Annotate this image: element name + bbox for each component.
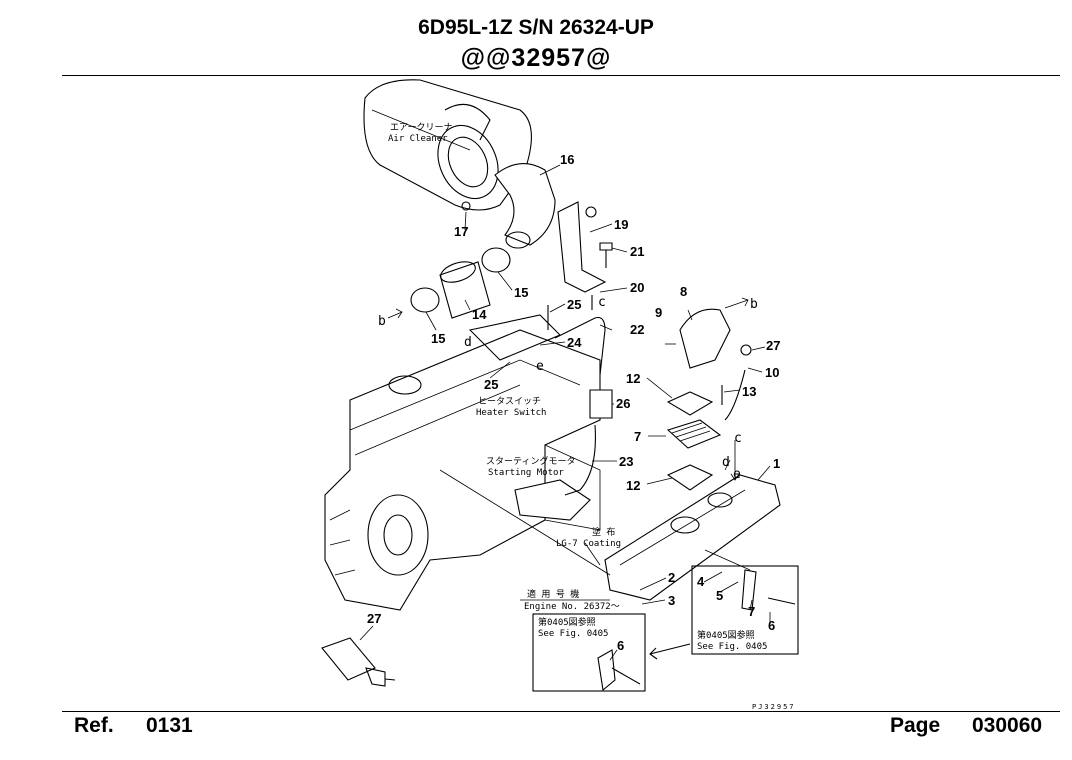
elbow-9-part[interactable] bbox=[679, 308, 731, 369]
gasket-12-lower-part[interactable] bbox=[666, 464, 714, 491]
marker-b: b bbox=[378, 314, 386, 329]
detail-left-bolt-part[interactable] bbox=[611, 667, 641, 685]
callout: 14 bbox=[472, 307, 487, 322]
intake-heater-8-part[interactable] bbox=[666, 419, 722, 449]
engine-no-label-en: Engine No. 26372～ bbox=[524, 602, 620, 612]
starting-motor-label-en: Starting Motor bbox=[488, 468, 564, 478]
callout: 25 bbox=[484, 377, 498, 392]
callout: 26 bbox=[616, 396, 630, 411]
callout: 9 bbox=[655, 305, 662, 320]
callout: 27 bbox=[367, 611, 381, 626]
marker-d: d bbox=[464, 335, 472, 350]
marker-d: d bbox=[722, 455, 730, 470]
marker-c: c bbox=[734, 431, 742, 446]
ref-label: Ref. bbox=[74, 714, 114, 737]
detail-right-bolt-part[interactable] bbox=[767, 597, 796, 605]
callout: 25 bbox=[567, 297, 581, 312]
callout: 12 bbox=[626, 371, 640, 386]
starting-motor-label-jp: スターティングモータ bbox=[486, 455, 575, 467]
wire-22-part[interactable] bbox=[564, 424, 596, 496]
intake-manifold-1-part[interactable] bbox=[604, 474, 781, 601]
callout: 22 bbox=[630, 322, 644, 337]
callout: 1 bbox=[773, 456, 780, 471]
callout: 7 bbox=[634, 429, 641, 444]
marker-c: c bbox=[598, 295, 606, 310]
detail-box-right bbox=[691, 565, 799, 655]
coating-label-jp: 塗 布 bbox=[592, 526, 615, 538]
see-fig-right-jp: 第0405図参照 bbox=[697, 629, 755, 641]
callout: 6 bbox=[617, 638, 624, 653]
callout: 13 bbox=[742, 384, 756, 399]
heater-switch-label-jp: ヒータスイッチ bbox=[478, 396, 541, 407]
see-fig-right-en: See Fig. 0405 bbox=[697, 642, 767, 652]
detail-left-bracket-part[interactable] bbox=[597, 649, 616, 692]
detail-arrow bbox=[649, 643, 691, 660]
footer-rule bbox=[62, 711, 1060, 712]
starting-motor-part[interactable] bbox=[514, 479, 591, 521]
callout: 23 bbox=[619, 454, 633, 469]
header-rule bbox=[62, 75, 1060, 76]
callout: 4 bbox=[697, 574, 705, 589]
detail-box-left bbox=[532, 613, 646, 692]
air-cleaner-label-jp: エアークリーナ bbox=[390, 122, 452, 133]
see-fig-left-en: See Fig. 0405 bbox=[538, 629, 608, 639]
leader-lines bbox=[359, 164, 771, 661]
hose-21-part[interactable] bbox=[554, 316, 606, 376]
marker-b: b bbox=[750, 297, 758, 312]
clamp-15-upper-part[interactable] bbox=[481, 247, 511, 273]
marker-e: e bbox=[536, 359, 544, 374]
page-value: 030060 bbox=[972, 714, 1043, 737]
hose-14-part[interactable] bbox=[438, 258, 491, 319]
detail-right-bracket-part[interactable] bbox=[741, 569, 757, 611]
heater-plug-27-part[interactable] bbox=[321, 637, 396, 687]
see-fig-left-jp: 第0405図参照 bbox=[538, 616, 596, 628]
callout: 7 bbox=[748, 604, 755, 619]
callout: 3 bbox=[668, 593, 675, 608]
callout: 8 bbox=[680, 284, 687, 299]
letter-markers: b b c c d d e e bbox=[378, 295, 758, 482]
callout: 2 bbox=[668, 570, 675, 585]
drawing-code: PJ32957 bbox=[752, 703, 796, 711]
callout: 15 bbox=[514, 285, 528, 300]
bolt-20-part[interactable] bbox=[599, 242, 613, 268]
marker-e: e bbox=[733, 467, 741, 482]
heater-switch-label-en: Heater Switch bbox=[476, 408, 546, 418]
callout: 16 bbox=[560, 152, 574, 167]
engine-block bbox=[324, 314, 601, 611]
callout: 19 bbox=[614, 217, 628, 232]
callout: 12 bbox=[626, 478, 640, 493]
callout: 17 bbox=[454, 224, 468, 239]
callout: 5 bbox=[716, 588, 723, 603]
callout: 27 bbox=[766, 338, 780, 353]
fitting-26-part[interactable] bbox=[740, 344, 752, 356]
air-cleaner-label-en: Air Cleaner bbox=[388, 134, 448, 144]
air-cleaner-part[interactable] bbox=[363, 79, 532, 211]
nut-17-part[interactable] bbox=[461, 201, 471, 211]
callout-numbers: 16 19 21 20 22 25 24 17 15 14 15 25 26 2… bbox=[367, 152, 780, 653]
bracket-18-part[interactable] bbox=[557, 201, 607, 293]
page-label: Page bbox=[890, 714, 941, 737]
model-title: 6D95L-1Z S/N 26324-UP bbox=[418, 16, 654, 39]
engine-no-label-jp: 適 用 号 機 bbox=[527, 588, 579, 600]
gasket-12-upper-part[interactable] bbox=[666, 391, 714, 416]
callout: 21 bbox=[630, 244, 644, 259]
tube-11-part[interactable] bbox=[724, 369, 746, 421]
coating-label-en: LG-7 Coating bbox=[556, 539, 621, 549]
callout: 10 bbox=[765, 365, 779, 380]
ref-value: 0131 bbox=[146, 714, 193, 737]
clamp-15-lower-part[interactable] bbox=[410, 287, 440, 313]
callout: 24 bbox=[567, 335, 582, 350]
elbow-16-part[interactable] bbox=[494, 163, 556, 249]
callout: 20 bbox=[630, 280, 644, 295]
heater-switch-25-part[interactable] bbox=[589, 389, 613, 419]
callout: 15 bbox=[431, 331, 445, 346]
drawing-code-title: @@32957@ bbox=[460, 44, 612, 72]
callout: 6 bbox=[768, 618, 775, 633]
